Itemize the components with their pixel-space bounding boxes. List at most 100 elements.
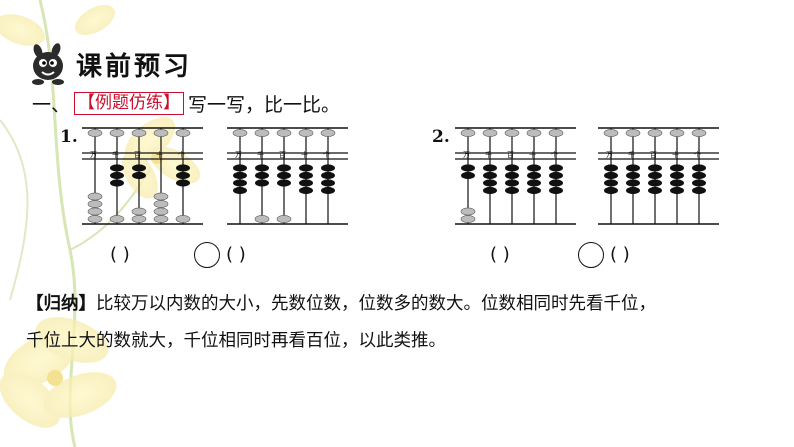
counted-bead (233, 179, 247, 187)
counted-bead (321, 164, 335, 172)
place-label: 万 (606, 151, 613, 159)
counted-bead (299, 164, 313, 172)
counted-bead (527, 186, 541, 195)
abacus-2a: 万千百十个 (455, 127, 576, 225)
answer-blank-2b[interactable]: ( ) (610, 244, 630, 265)
counted-bead (277, 164, 291, 172)
lower-bead (276, 215, 292, 223)
place-label: 千 (112, 150, 119, 159)
abacus-1a: 万千百十个 (82, 127, 203, 225)
upper-bead (131, 129, 147, 137)
compare-circle-2[interactable] (578, 242, 604, 268)
abacus-1b: 万千百十个 (227, 127, 348, 225)
upper-bead (87, 129, 103, 137)
lower-bead (131, 215, 147, 223)
upper-bead (669, 129, 685, 137)
upper-bead (232, 129, 248, 137)
lower-bead (131, 207, 147, 216)
counted-bead (692, 164, 706, 172)
upper-bead (548, 129, 564, 137)
counted-bead (321, 171, 335, 180)
counted-bead (461, 164, 475, 172)
place-label: 十 (301, 150, 308, 159)
counted-bead (626, 179, 640, 187)
summary-line-1: 【归纳】比较万以内数的大小，先数位数，位数多的数大。位数相同时先看千位， (26, 286, 656, 323)
upper-bead (175, 129, 191, 137)
lower-bead (153, 192, 169, 201)
place-label: 万 (463, 151, 470, 159)
place-label: 个 (551, 151, 558, 159)
counted-bead (527, 179, 541, 187)
counted-bead (299, 171, 313, 180)
counted-bead (132, 171, 146, 180)
counted-bead (626, 186, 640, 195)
place-label: 百 (650, 151, 657, 159)
counted-bead (670, 164, 684, 172)
counted-bead (255, 179, 269, 187)
section-header: 课前预习 (26, 40, 192, 88)
counted-bead (233, 186, 247, 195)
abacus-2b: 万千百十个 (598, 127, 719, 225)
counted-bead (483, 186, 497, 195)
counted-bead (604, 186, 618, 195)
counted-bead (505, 171, 519, 180)
answer-blank-1b[interactable]: ( ) (226, 244, 246, 265)
group-label-2: 2. (432, 127, 450, 147)
counted-bead (321, 179, 335, 187)
upper-bead (603, 129, 619, 137)
counted-bead (483, 164, 497, 172)
counted-bead (527, 164, 541, 172)
lower-bead (153, 215, 169, 223)
counted-bead (604, 179, 618, 187)
lower-bead (254, 215, 270, 223)
place-label: 百 (507, 151, 514, 159)
counted-bead (549, 186, 563, 195)
counted-bead (648, 186, 662, 195)
upper-bead (276, 129, 292, 137)
lower-bead (87, 192, 103, 201)
place-label: 十 (529, 150, 536, 159)
counted-bead (648, 171, 662, 180)
compare-circle-1[interactable] (194, 242, 220, 268)
lower-bead (153, 207, 169, 216)
lower-bead (460, 215, 476, 223)
place-label: 万 (235, 151, 242, 159)
answer-blank-2a[interactable]: ( ) (490, 244, 510, 265)
mascot-icon (32, 43, 64, 85)
counted-bead (321, 186, 335, 195)
place-label: 万 (90, 151, 97, 159)
place-label: 十 (672, 150, 679, 159)
header-title: 课前预习 (76, 51, 193, 82)
upper-bead (298, 129, 314, 137)
question-tag: 【例题仿练】 (74, 92, 185, 115)
answer-blank-1a[interactable]: ( ) (110, 244, 130, 265)
counted-bead (255, 164, 269, 172)
counted-bead (132, 164, 146, 172)
lower-bead (87, 207, 103, 216)
counted-bead (299, 179, 313, 187)
upper-bead (526, 129, 542, 137)
counted-bead (505, 179, 519, 187)
upper-bead (625, 129, 641, 137)
counted-bead (670, 186, 684, 195)
upper-bead (254, 129, 270, 137)
counted-bead (110, 179, 124, 187)
upper-bead (691, 129, 707, 137)
place-label: 个 (694, 151, 701, 159)
counted-bead (277, 171, 291, 180)
place-label: 个 (323, 151, 330, 159)
counted-bead (648, 179, 662, 187)
upper-bead (482, 129, 498, 137)
group-label-1: 1. (60, 127, 78, 147)
summary-text-1: 比较万以内数的大小，先数位数，位数多的数大。位数相同时先看千位， (96, 294, 656, 314)
question-number: 一、 (32, 94, 71, 116)
counted-bead (255, 171, 269, 180)
place-label: 千 (257, 150, 264, 159)
counted-bead (176, 164, 190, 172)
counted-bead (692, 171, 706, 180)
counted-bead (483, 179, 497, 187)
lower-bead (153, 200, 169, 208)
upper-bead (153, 129, 169, 137)
counted-bead (692, 179, 706, 187)
counted-bead (692, 186, 706, 195)
